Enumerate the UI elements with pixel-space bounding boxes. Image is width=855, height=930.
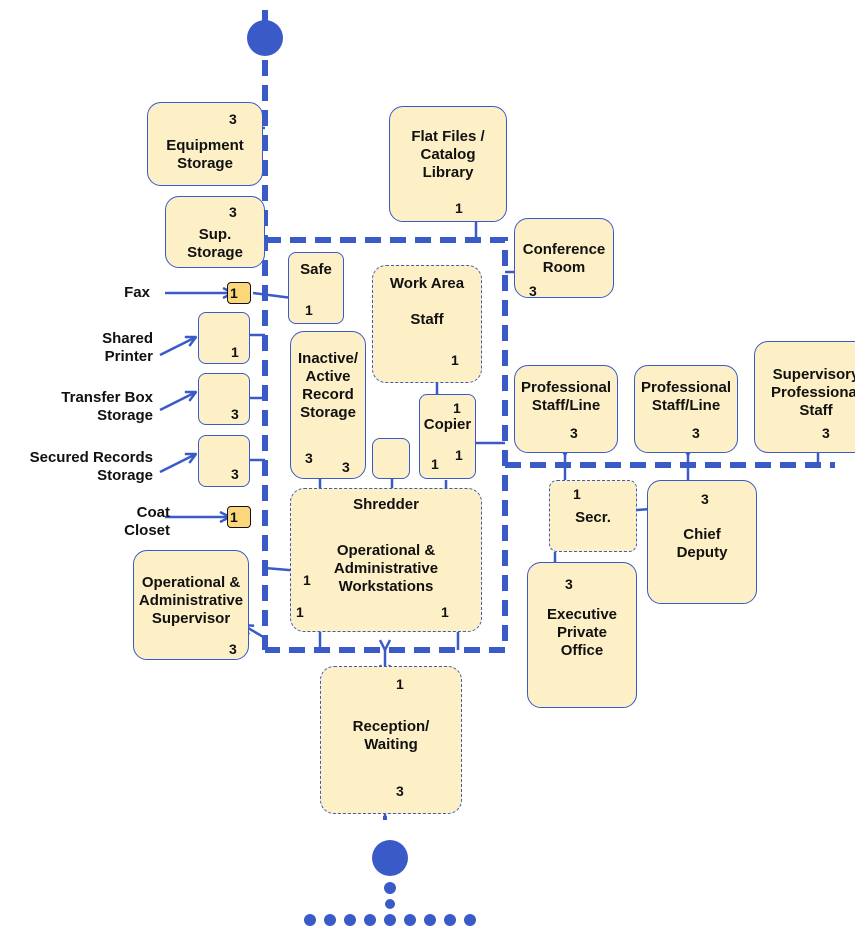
flat-files-adjacency: 1 — [455, 200, 463, 216]
professional-staff-line-room-2 — [634, 365, 738, 453]
professional-staff-line-label-2: Professional Staff/Line — [640, 379, 732, 414]
supervisory-professional-staff-adjacency: 3 — [822, 425, 830, 441]
entry-node-icon — [247, 20, 283, 56]
flat-files-room — [389, 106, 507, 222]
safe-room — [288, 252, 344, 324]
operational-supervisor-room — [133, 550, 249, 660]
supervisory-professional-staff-room — [754, 341, 855, 453]
fax-label: Fax — [124, 284, 150, 301]
operational-supervisor-adjacency: 3 — [229, 641, 237, 657]
transfer-box-storage-room — [198, 373, 250, 425]
reception-adjacency-bottom: 3 — [396, 783, 404, 799]
shared-printer-adjacency: 1 — [231, 344, 239, 360]
transfer-box-storage-adjacency: 3 — [231, 406, 239, 422]
secr-room — [549, 480, 637, 552]
secr-label: Secr. — [575, 509, 611, 526]
path-dot — [384, 882, 396, 894]
copier-adjacency-left: 1 — [431, 456, 439, 472]
copier-label: Copier — [423, 416, 472, 433]
professional-staff-line-label-1: Professional Staff/Line — [520, 379, 612, 414]
safe-adjacency: 1 — [305, 302, 313, 318]
fax-adjacency: 1 — [230, 285, 238, 301]
record-storage-adjacency-right: 3 — [342, 459, 350, 475]
work-area-adjacency: 1 — [451, 352, 459, 368]
shared-printer-label: Shared Printer — [102, 330, 153, 365]
operational-workstations-adjacency-left: 1 — [303, 572, 311, 588]
operational-supervisor-label: Operational & Administrative Supervisor — [138, 574, 244, 627]
public-entry-node-icon — [372, 840, 408, 876]
executive-private-office-adjacency: 3 — [565, 576, 573, 592]
equipment-storage-room — [147, 102, 263, 186]
executive-private-office-label: Executive Private Office — [546, 606, 618, 659]
coat-closet-adjacency: 1 — [230, 509, 238, 525]
copier-adjacency-right: 1 — [455, 447, 463, 463]
chief-deputy-room — [647, 480, 757, 604]
reception-adjacency-top: 1 — [396, 676, 404, 692]
coat-closet-box — [227, 506, 251, 528]
reception-waiting-room — [320, 666, 462, 814]
copier-room — [419, 394, 476, 479]
record-storage-room — [290, 331, 366, 479]
sup-storage-room — [165, 196, 265, 268]
secured-records-storage-room — [198, 435, 250, 487]
supervisory-professional-staff-label: Supervisory Professional Staff — [770, 366, 855, 419]
operational-workstations-room — [290, 488, 482, 632]
secr-adjacency-top: 1 — [573, 486, 581, 502]
public-walkway-dots — [304, 914, 476, 926]
shredder-alcove — [372, 438, 410, 479]
equipment-storage-adjacency: 3 — [229, 111, 237, 127]
chief-deputy-label: Chief Deputy — [676, 526, 728, 561]
professional-staff-line-adjacency-1: 3 — [570, 425, 578, 441]
fax-box — [227, 282, 251, 304]
copier-adjacency-top: 1 — [453, 400, 461, 416]
record-storage-label: Inactive/ Active Record Storage — [297, 350, 359, 421]
path-dot — [385, 899, 395, 909]
safe-label: Safe — [300, 261, 332, 278]
secured-records-storage-label: Secured Records Storage — [29, 449, 153, 484]
sup-storage-label: Sup. Storage — [187, 226, 243, 261]
operational-workstations-adjacency-bottom-right: 1 — [441, 604, 449, 620]
coat-closet-label: Coat Closet — [124, 504, 170, 539]
secured-records-storage-adjacency: 3 — [231, 466, 239, 482]
conference-room — [514, 218, 614, 298]
executive-private-office-room — [527, 562, 637, 708]
flat-files-label: Flat Files / Catalog Library — [411, 128, 485, 181]
professional-staff-line-adjacency-2: 3 — [692, 425, 700, 441]
shared-printer-room — [198, 312, 250, 364]
professional-staff-line-room-1 — [514, 365, 618, 453]
conference-room-label: Conference Room — [522, 241, 606, 276]
sup-storage-adjacency: 3 — [229, 204, 237, 220]
conference-room-adjacency: 3 — [529, 283, 537, 299]
record-storage-adjacency-left: 3 — [305, 450, 313, 466]
transfer-box-storage-label: Transfer Box Storage — [61, 389, 153, 424]
equipment-storage-label: Equipment Storage — [166, 137, 244, 172]
reception-waiting-label: Reception/ Waiting — [352, 718, 430, 753]
chief-deputy-adjacency: 3 — [701, 491, 709, 507]
work-area-room — [372, 265, 482, 383]
operational-workstations-adjacency-bottom-left: 1 — [296, 604, 304, 620]
work-area-label: Work Area Staff — [389, 275, 465, 328]
shredder-label: Shredder — [353, 496, 419, 513]
operational-workstations-label: Operational & Administrative Workstation… — [333, 542, 439, 595]
